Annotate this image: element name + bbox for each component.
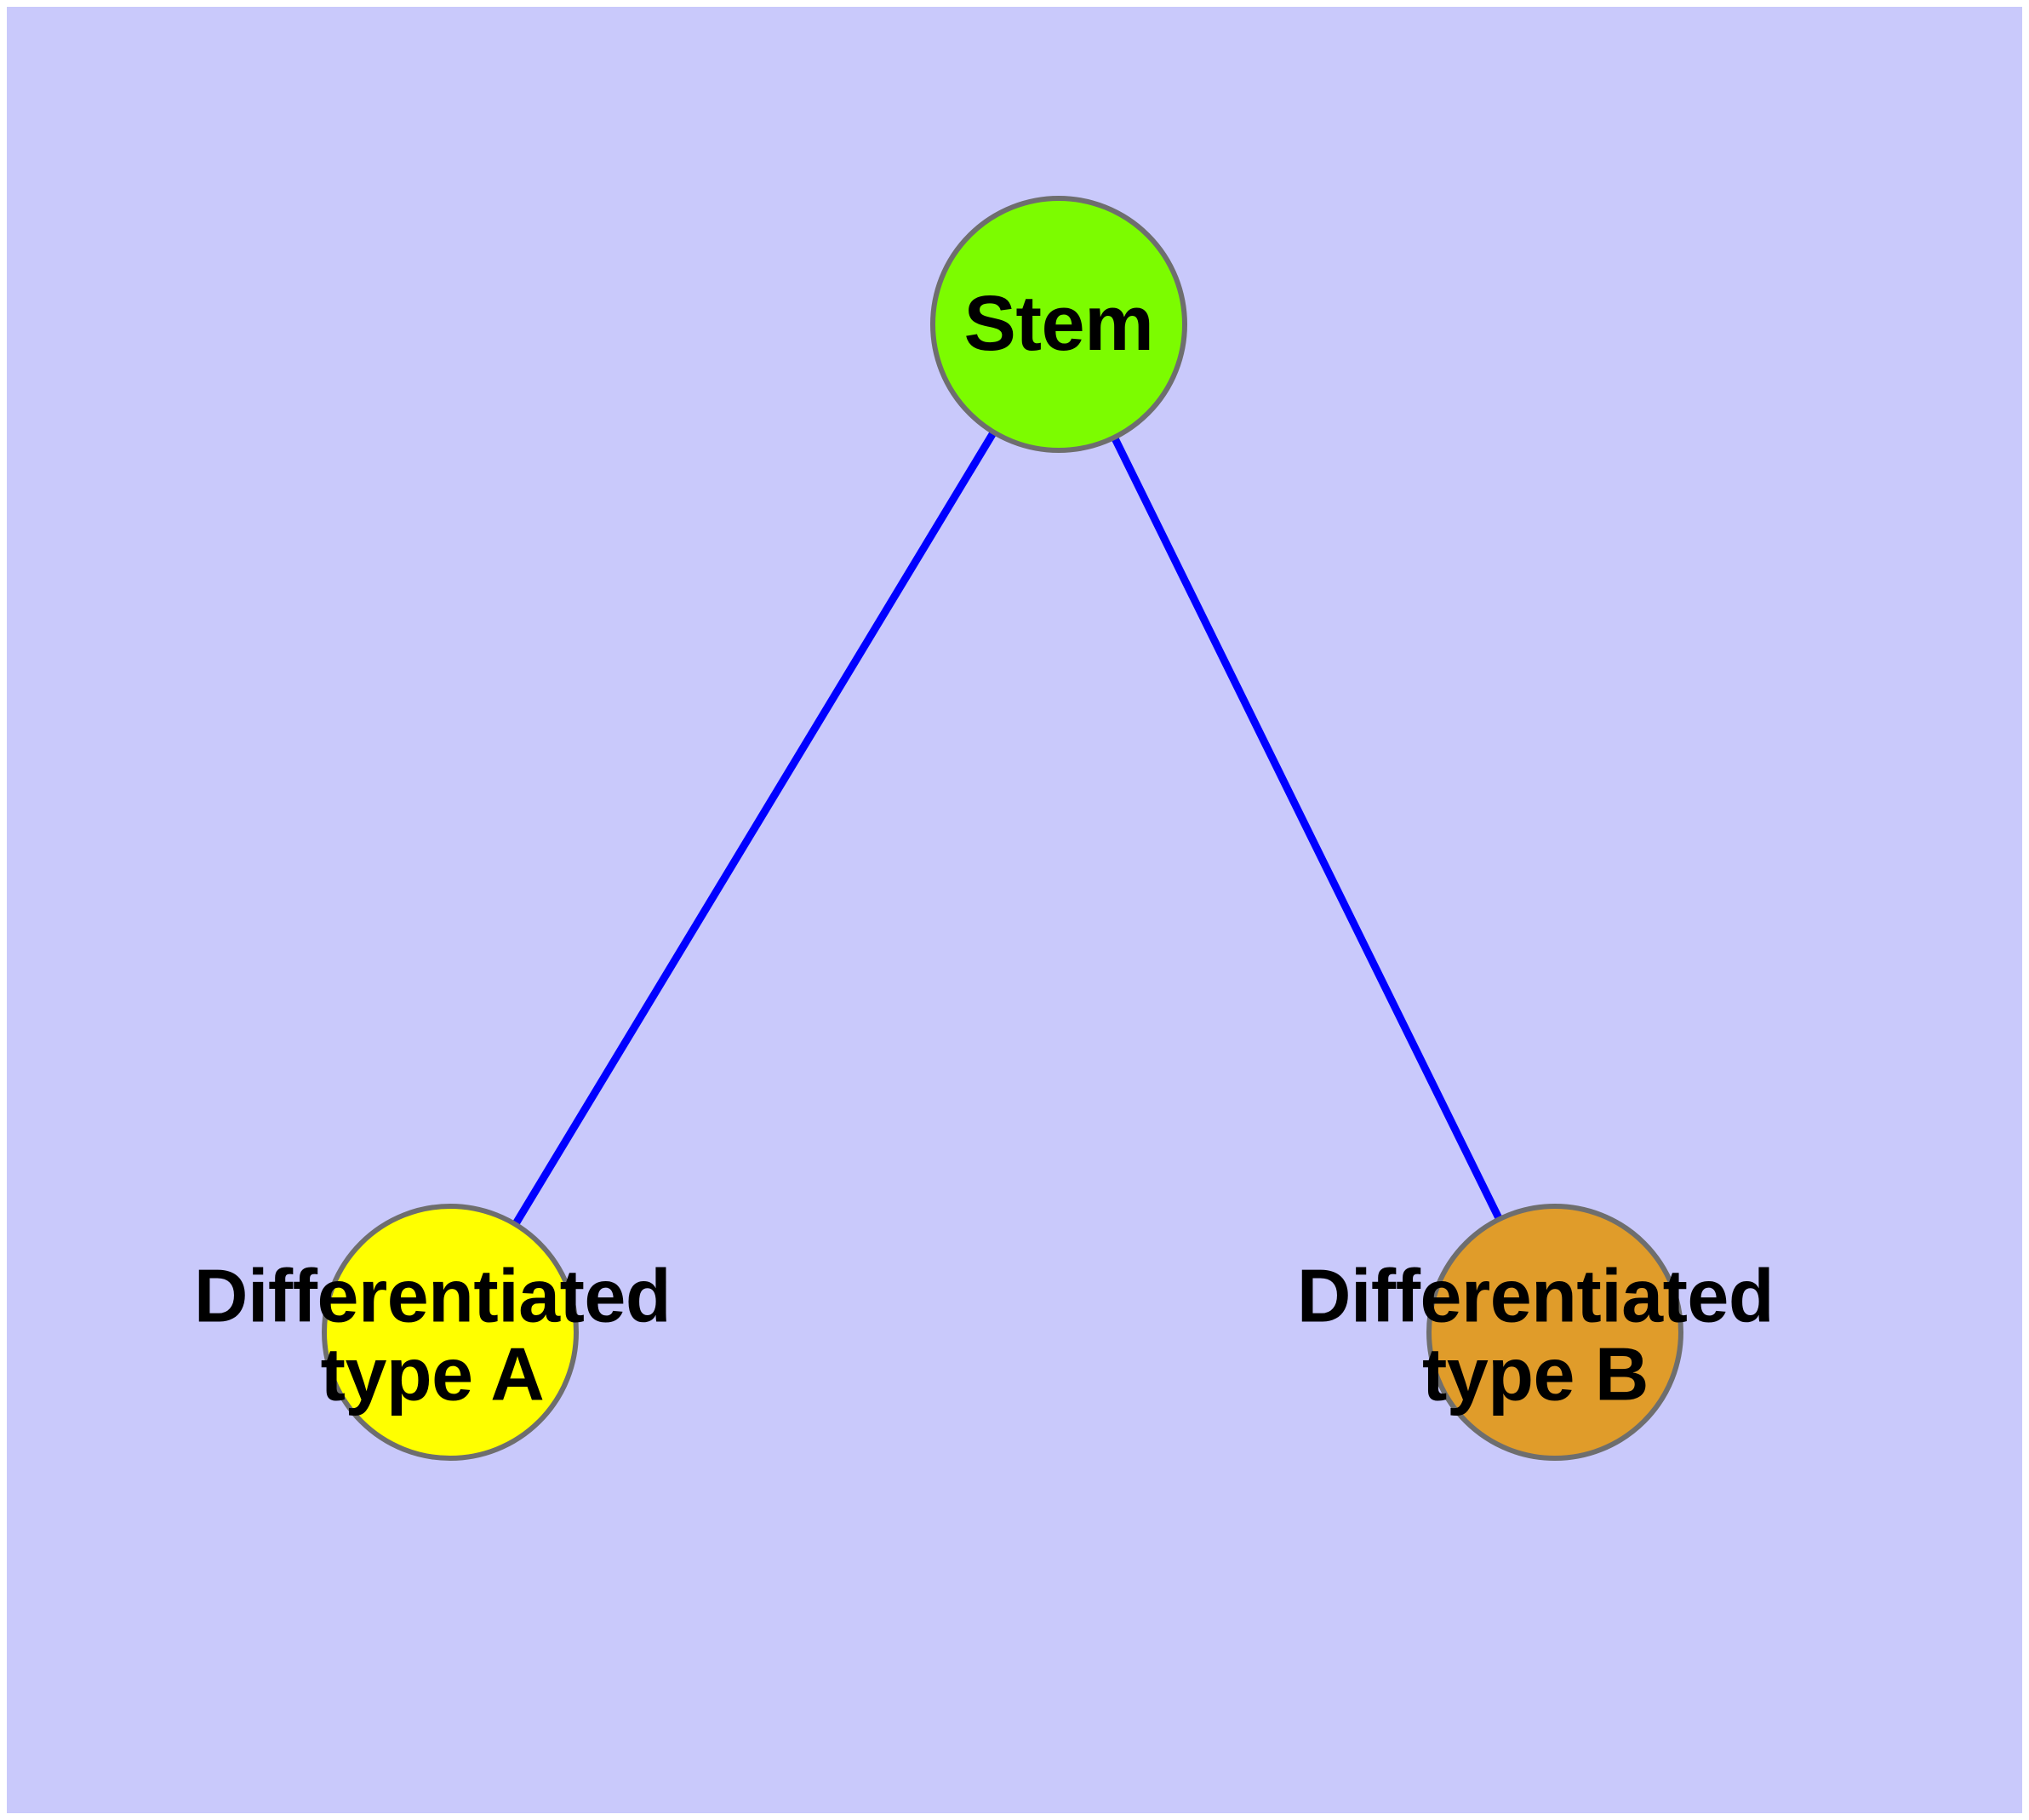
edge-stem-to-type-b[interactable] bbox=[1055, 320, 1559, 1336]
node-type-b-circle[interactable] bbox=[1426, 1204, 1683, 1461]
diagram-plot-area: Stem Differentiated type A Differentiate… bbox=[7, 7, 2022, 1813]
node-layer bbox=[322, 196, 1683, 1461]
node-stem-circle[interactable] bbox=[930, 196, 1187, 453]
edge-stem-to-type-a[interactable] bbox=[446, 320, 1063, 1336]
graph-svg bbox=[322, 196, 1683, 1461]
edge-layer bbox=[446, 320, 1559, 1336]
node-type-a-circle[interactable] bbox=[322, 1204, 579, 1461]
